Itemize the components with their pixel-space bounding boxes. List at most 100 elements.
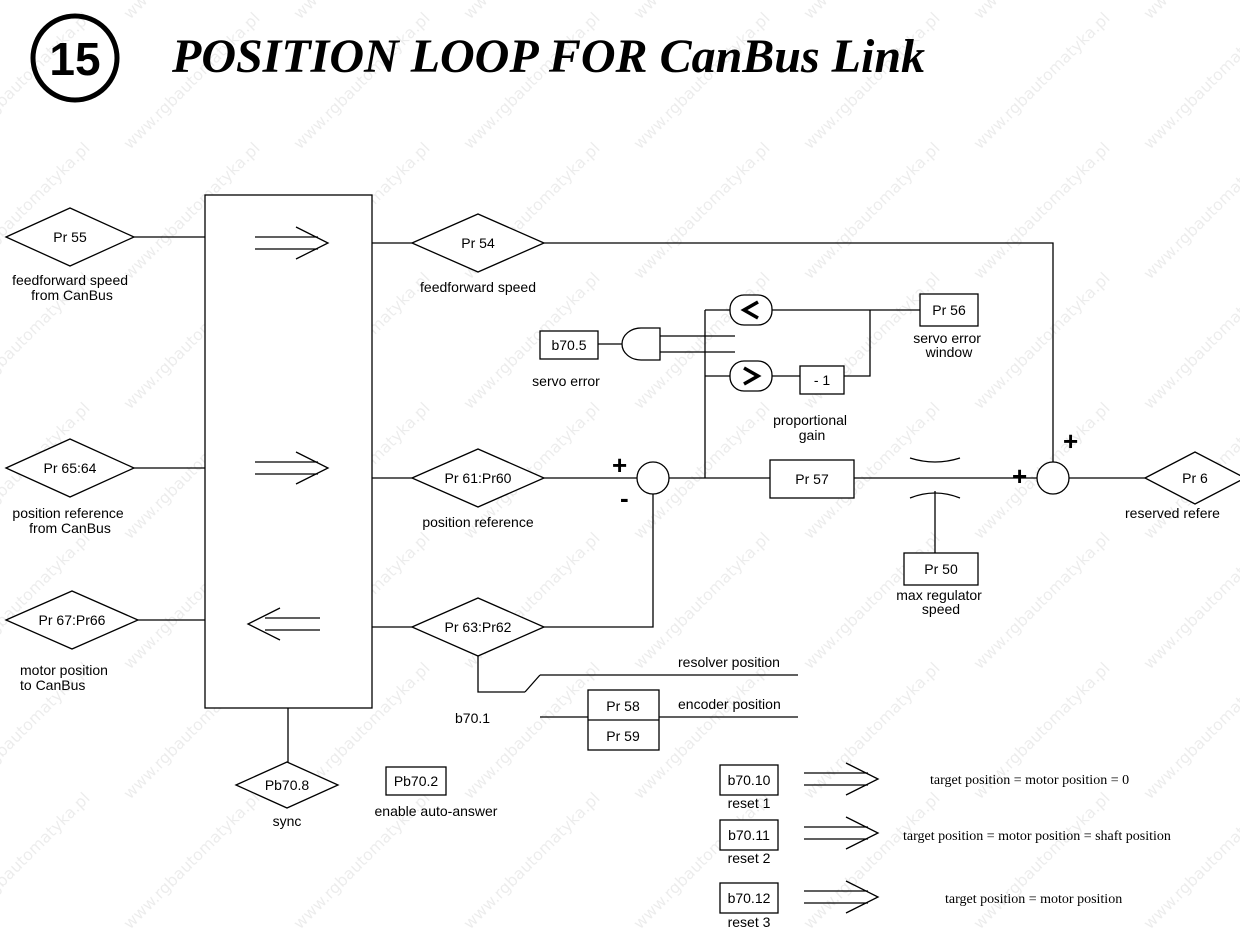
- pr56-description: servo error window: [913, 330, 985, 360]
- b70-1-label: b70.1: [455, 710, 490, 726]
- section-number: 15: [49, 33, 100, 85]
- svg-text:Pr 59: Pr 59: [606, 728, 640, 744]
- reset-action: target position = motor position = shaft…: [903, 829, 1171, 844]
- watermark-text: www.rgbautomatyka.pl: [459, 659, 603, 803]
- reset-action: target position = motor position = 0: [930, 773, 1129, 788]
- param-pr6: Pr 6 reserved refere: [1125, 451, 1240, 521]
- watermark-text: www.rgbautomatyka.pl: [799, 789, 943, 933]
- watermark-text: www.rgbautomatyka.pl: [629, 139, 773, 283]
- right-arrow-icon: [804, 816, 880, 850]
- pr57-description: proportional gain: [773, 412, 851, 443]
- svg-text:Pr 63:Pr62: Pr 63:Pr62: [445, 619, 512, 635]
- svg-text:Pr 58: Pr 58: [606, 698, 640, 714]
- right-arrow-icon: [804, 880, 880, 914]
- reset-action: target position = motor position: [945, 892, 1122, 907]
- left-arrow-icon: [246, 607, 320, 641]
- minus-one-gain: - 1: [814, 372, 831, 388]
- watermark-text: www.rgbautomatyka.pl: [119, 789, 263, 933]
- watermark-text: www.rgbautomatyka.pl: [1139, 789, 1240, 933]
- canbus-interface-block: [204, 194, 373, 709]
- servo-error-logic: - 1 Pr 56 servo error window b70.5 servo…: [532, 293, 985, 478]
- svg-text:Pr 54: Pr 54: [461, 235, 495, 251]
- summing-junction-1: + -: [612, 450, 670, 513]
- watermark-text: www.rgbautomatyka.pl: [1139, 139, 1240, 283]
- param-pb70-8: Pb70.8 sync: [234, 761, 340, 829]
- svg-text:b70.11: b70.11: [728, 827, 770, 843]
- pr55-description: feedforward speed from CanBus: [12, 272, 132, 303]
- svg-text:-: -: [620, 483, 629, 513]
- svg-text:Pr 6: Pr 6: [1182, 470, 1208, 486]
- pr54-description: feedforward speed: [420, 279, 536, 295]
- svg-text:Pb70.8: Pb70.8: [265, 777, 310, 793]
- pr67-66-description: motor position to CanBus: [20, 662, 112, 693]
- pr58-pr59-box: Pr 58 Pr 59 encoder position: [587, 689, 798, 751]
- sync-label: sync: [273, 813, 302, 829]
- watermark-text: www.rgbautomatyka.pl: [799, 139, 943, 283]
- less-than-comparator: [729, 294, 773, 326]
- watermark-text: www.rgbautomatyka.pl: [1139, 659, 1240, 803]
- param-pr65-64: Pr 65:64 position reference from CanBus: [4, 438, 205, 536]
- param-pr50: Pr 50 max regulator speed: [896, 552, 985, 617]
- svg-text:Pr 67:Pr66: Pr 67:Pr66: [39, 612, 106, 628]
- pr61-60-description: position reference: [422, 514, 534, 530]
- greater-than-comparator: [729, 360, 773, 392]
- svg-text:b70.10: b70.10: [728, 772, 771, 788]
- right-arrow-icon: [804, 762, 880, 796]
- encoder-position-label: encoder position: [678, 696, 781, 712]
- summing-junction-2: + +: [1012, 426, 1078, 495]
- watermark-text: www.rgbautomatyka.pl: [969, 529, 1113, 673]
- right-arrow-icon: [255, 451, 330, 485]
- svg-text:Pr 61:Pr60: Pr 61:Pr60: [445, 470, 512, 486]
- param-pb70-2: Pb70.2 enable auto-answer: [375, 766, 498, 819]
- svg-text:b70.5: b70.5: [551, 337, 586, 353]
- header: 15 POSITION LOOP FOR CanBus Link: [30, 13, 925, 103]
- and-gate-icon: [621, 327, 661, 361]
- param-pr63-62: Pr 63:Pr62 resolver position b70.1: [372, 494, 798, 726]
- page-title: POSITION LOOP FOR CanBus Link: [171, 30, 925, 83]
- param-pr54: Pr 54 feedforward speed: [372, 213, 1054, 462]
- svg-text:+: +: [1063, 426, 1078, 456]
- svg-text:Pr 50: Pr 50: [924, 561, 958, 577]
- watermark-text: www.rgbautomatyka.pl: [0, 789, 94, 933]
- b70-5-description: servo error: [532, 373, 600, 389]
- right-arrow-icon: [255, 226, 330, 260]
- speed-limiter-icon: [909, 457, 961, 553]
- param-pr56-box: [919, 293, 979, 327]
- svg-text:+: +: [1012, 461, 1027, 491]
- watermark-text: www.rgbautomatyka.pl: [629, 529, 773, 673]
- svg-text:b70.12: b70.12: [728, 890, 771, 906]
- pr50-description: max regulator speed: [896, 587, 985, 617]
- reset-row: b70.12 reset 3 target position = motor p…: [719, 880, 1122, 930]
- auto-answer-label: enable auto-answer: [375, 803, 498, 819]
- param-pr67-66: Pr 67:Pr66 motor position to CanBus: [4, 590, 205, 693]
- pr6-description: reserved refere: [1125, 505, 1220, 521]
- watermark-text: www.rgbautomatyka.pl: [969, 139, 1113, 283]
- reset-row: b70.10 reset 1 target position = motor p…: [719, 762, 1129, 811]
- watermark-text: www.rgbautomatyka.pl: [969, 269, 1113, 413]
- svg-text:+: +: [612, 450, 627, 480]
- reset-row: b70.11 reset 2 target position = motor p…: [719, 816, 1171, 866]
- reset-label: reset 2: [728, 850, 771, 866]
- svg-text:Pr 57: Pr 57: [795, 471, 829, 487]
- section-number-circle: [30, 13, 120, 103]
- reset-label: reset 1: [728, 795, 771, 811]
- param-pr57: Pr 57 proportional gain: [769, 412, 855, 499]
- watermark-text: www.rgbautomatyka.pl: [1139, 0, 1240, 23]
- watermark-text: www.rgbautomatyka.pl: [1139, 9, 1240, 153]
- resolver-position-label: resolver position: [678, 654, 780, 670]
- reset-label: reset 3: [728, 914, 771, 930]
- watermark-text: www.rgbautomatyka.pl: [799, 659, 943, 803]
- param-pr61-60: Pr 61:Pr60 position reference: [372, 448, 637, 530]
- param-pr55: Pr 55 feedforward speed from CanBus: [4, 207, 205, 303]
- svg-text:Pr 55: Pr 55: [53, 229, 87, 245]
- watermark-text: www.rgbautomatyka.pl: [969, 9, 1113, 153]
- watermark-text: www.rgbautomatyka.pl: [969, 789, 1113, 933]
- svg-text:Pr 56: Pr 56: [932, 302, 966, 318]
- svg-text:Pr 65:64: Pr 65:64: [44, 460, 97, 476]
- b70-5-box: [539, 330, 599, 360]
- watermark-text: www.rgbautomatyka.pl: [1139, 269, 1240, 413]
- svg-text:Pb70.2: Pb70.2: [394, 773, 439, 789]
- pr65-64-description: position reference from CanBus: [12, 505, 127, 536]
- watermark-text: www.rgbautomatyka.pl: [1139, 529, 1240, 673]
